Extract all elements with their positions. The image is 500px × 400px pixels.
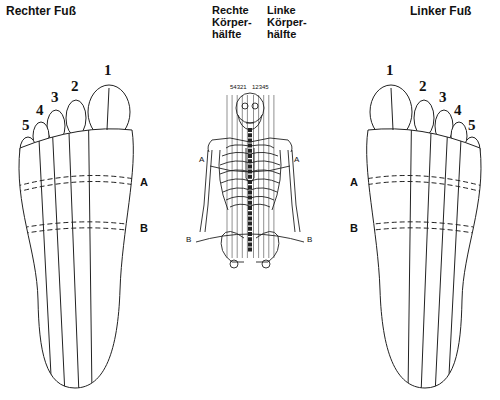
toe-number: 4	[454, 102, 462, 119]
zone-line	[253, 95, 254, 258]
toe-number: 4	[36, 102, 44, 119]
zone-line	[247, 95, 248, 258]
zone-line	[237, 95, 238, 258]
toe-number: 3	[439, 89, 447, 106]
foot-title: Linker Fuß	[410, 5, 471, 18]
right-foot	[10, 80, 140, 395]
zone-letter: B	[307, 236, 312, 245]
toe-number: 3	[51, 89, 59, 106]
zone-letter: B	[350, 222, 358, 234]
skeleton	[196, 93, 304, 268]
foot-title: Rechter Fuß	[6, 5, 76, 18]
zone-letter: A	[199, 156, 204, 165]
toe-number: 2	[71, 78, 79, 95]
toe-number: 1	[386, 62, 394, 79]
zone-numbers: 54321	[230, 84, 247, 91]
zone-numbers: 12345	[252, 84, 269, 91]
toe-number: 5	[468, 117, 476, 134]
body-half-title: Linke Körper- hälfte	[267, 4, 319, 40]
toe-number: 1	[104, 62, 112, 79]
zone-line	[258, 95, 259, 258]
zone-line	[242, 95, 243, 258]
zone-line	[268, 95, 269, 258]
zone-letter: A	[294, 156, 299, 165]
left-foot	[360, 80, 490, 395]
zone-letter: B	[140, 222, 148, 234]
toe-number: 5	[22, 117, 30, 134]
zone-letter: A	[350, 176, 358, 188]
zone-letter: B	[186, 236, 191, 245]
body-half-title: Rechte Körper- hälfte	[212, 4, 264, 40]
toe-number: 2	[419, 78, 427, 95]
zone-line	[263, 95, 264, 258]
zone-line	[232, 95, 233, 258]
zone-line	[273, 95, 274, 258]
zone-line	[227, 95, 228, 258]
zone-letter: A	[140, 176, 148, 188]
